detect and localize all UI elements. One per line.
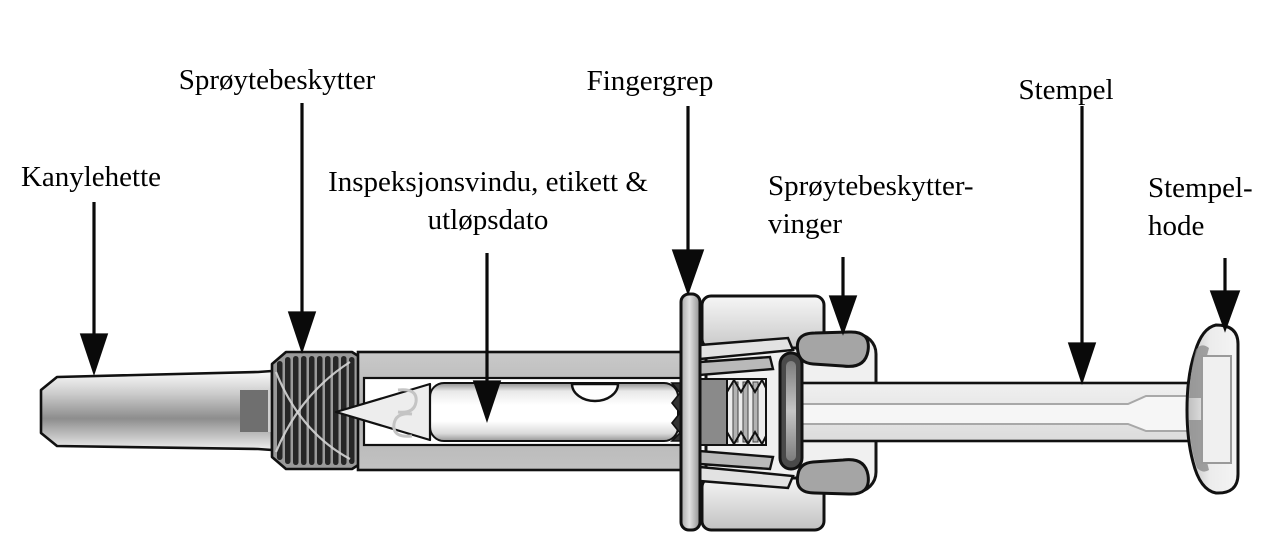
label-fingergrep-line: Fingergrep — [586, 65, 714, 97]
wing-tip-top — [795, 330, 870, 368]
label-inspeksjonsvindu-line2: utløpsdato — [427, 204, 549, 236]
label-vinger-line2: vinger — [768, 208, 843, 240]
arrow-inspeksjonsvindu — [472, 253, 502, 424]
thread — [726, 377, 767, 447]
container-cone — [334, 382, 432, 442]
wing-tip-bottom — [795, 458, 870, 496]
label-sproytebeskytter: Sprøytebeskytter — [157, 61, 397, 99]
arrow-stempel-hode — [1209, 258, 1241, 333]
plunger-rod — [798, 381, 1192, 443]
arrow-sproytebeskytter — [287, 103, 317, 355]
liquid-container — [429, 382, 679, 442]
label-kanylehette: Kanylehette — [6, 158, 176, 196]
plunger-head — [1185, 323, 1240, 495]
label-stempelhode-line1: Stempel- — [1148, 172, 1253, 204]
label-stempel: Stempel — [986, 71, 1146, 109]
label-stempelhode-line2: hode — [1148, 210, 1205, 242]
label-sproytebeskytter-vinger: Sprøytebeskytter- vinger — [768, 167, 974, 243]
gasket-ring — [778, 351, 804, 471]
label-kanylehette-line: Kanylehette — [20, 161, 162, 193]
label-inspeksjonsvindu-line1: Inspeksjonsvindu, etikett & — [328, 166, 648, 198]
finger-flange — [679, 292, 702, 532]
label-fingergrep: Fingergrep — [550, 62, 750, 100]
needle-cap — [39, 369, 274, 452]
air-bubble — [570, 382, 620, 403]
syringe-shield-ribs — [270, 350, 365, 471]
arrow-kanylehette — [79, 202, 109, 377]
label-vinger-line1: Sprøytebeskytter- — [768, 170, 974, 202]
arrow-sproytebeskytter-vinger — [828, 257, 858, 336]
label-stempel-hode: Stempel- hode — [1148, 169, 1253, 245]
arrow-stempel — [1067, 106, 1097, 386]
arrow-fingergrep — [671, 106, 705, 296]
label-sproytebeskytter-line: Sprøytebeskytter — [178, 64, 376, 96]
needle-hub — [240, 390, 268, 432]
label-inspeksjonsvindu: Inspeksjonsvindu, etikett & utløpsdato — [303, 163, 673, 239]
label-stempel-line: Stempel — [1018, 74, 1114, 106]
shield-barrel — [334, 350, 692, 472]
